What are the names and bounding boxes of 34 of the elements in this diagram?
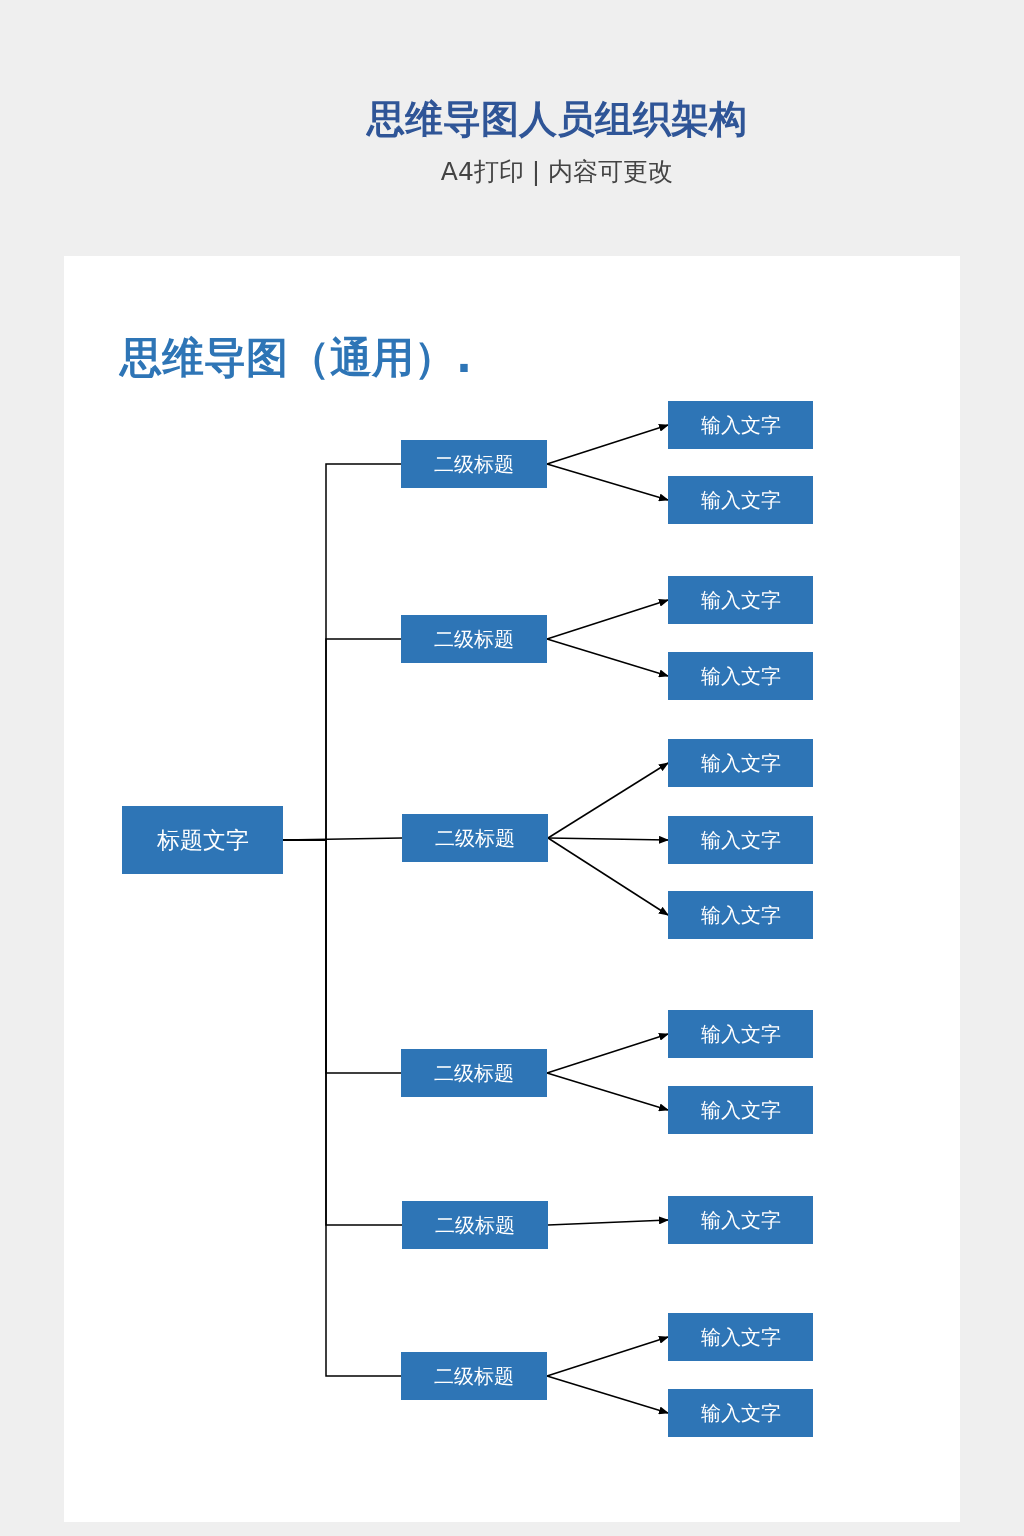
topic-box: 输入文字 [668, 1313, 813, 1361]
topic-box: 二级标题 [401, 1352, 547, 1400]
topic-box: 输入文字 [668, 476, 813, 524]
topic-box: 输入文字 [668, 1086, 813, 1134]
arrow [546, 423, 669, 465]
arrow [546, 1375, 669, 1415]
arrow [546, 638, 669, 678]
topic-box: 输入文字 [668, 1010, 813, 1058]
card-heading: 思维导图（通用）. [120, 332, 472, 384]
arrow [546, 1335, 669, 1377]
topic-box: 输入文字 [668, 1389, 813, 1437]
topic-box: 二级标题 [401, 440, 547, 488]
arrow [547, 1216, 669, 1226]
topic-box: 二级标题 [401, 615, 547, 663]
arrow [547, 835, 669, 844]
topic-box: 输入文字 [668, 652, 813, 700]
topic-box: 二级标题 [401, 1049, 547, 1097]
topic-box: 输入文字 [668, 739, 813, 787]
page-title: 思维导图人员组织架构 [365, 96, 748, 143]
subtitle: A4打印 | 内容可更改 [439, 156, 675, 188]
topic-box: 二级标题 [402, 814, 548, 862]
arrow [546, 598, 669, 640]
topic-box: 输入文字 [668, 401, 813, 449]
topic-box: 输入文字 [668, 816, 813, 864]
topic-box: 二级标题 [402, 1201, 548, 1249]
root-box: 标题文字 [122, 806, 283, 874]
arrow [547, 762, 669, 839]
topic-box: 输入文字 [668, 891, 813, 939]
topic-box: 输入文字 [668, 576, 813, 624]
arrow [546, 1072, 669, 1112]
arrow [546, 1032, 669, 1074]
topic-box: 输入文字 [668, 1196, 813, 1244]
arrow [546, 463, 669, 502]
arrow [547, 837, 669, 916]
